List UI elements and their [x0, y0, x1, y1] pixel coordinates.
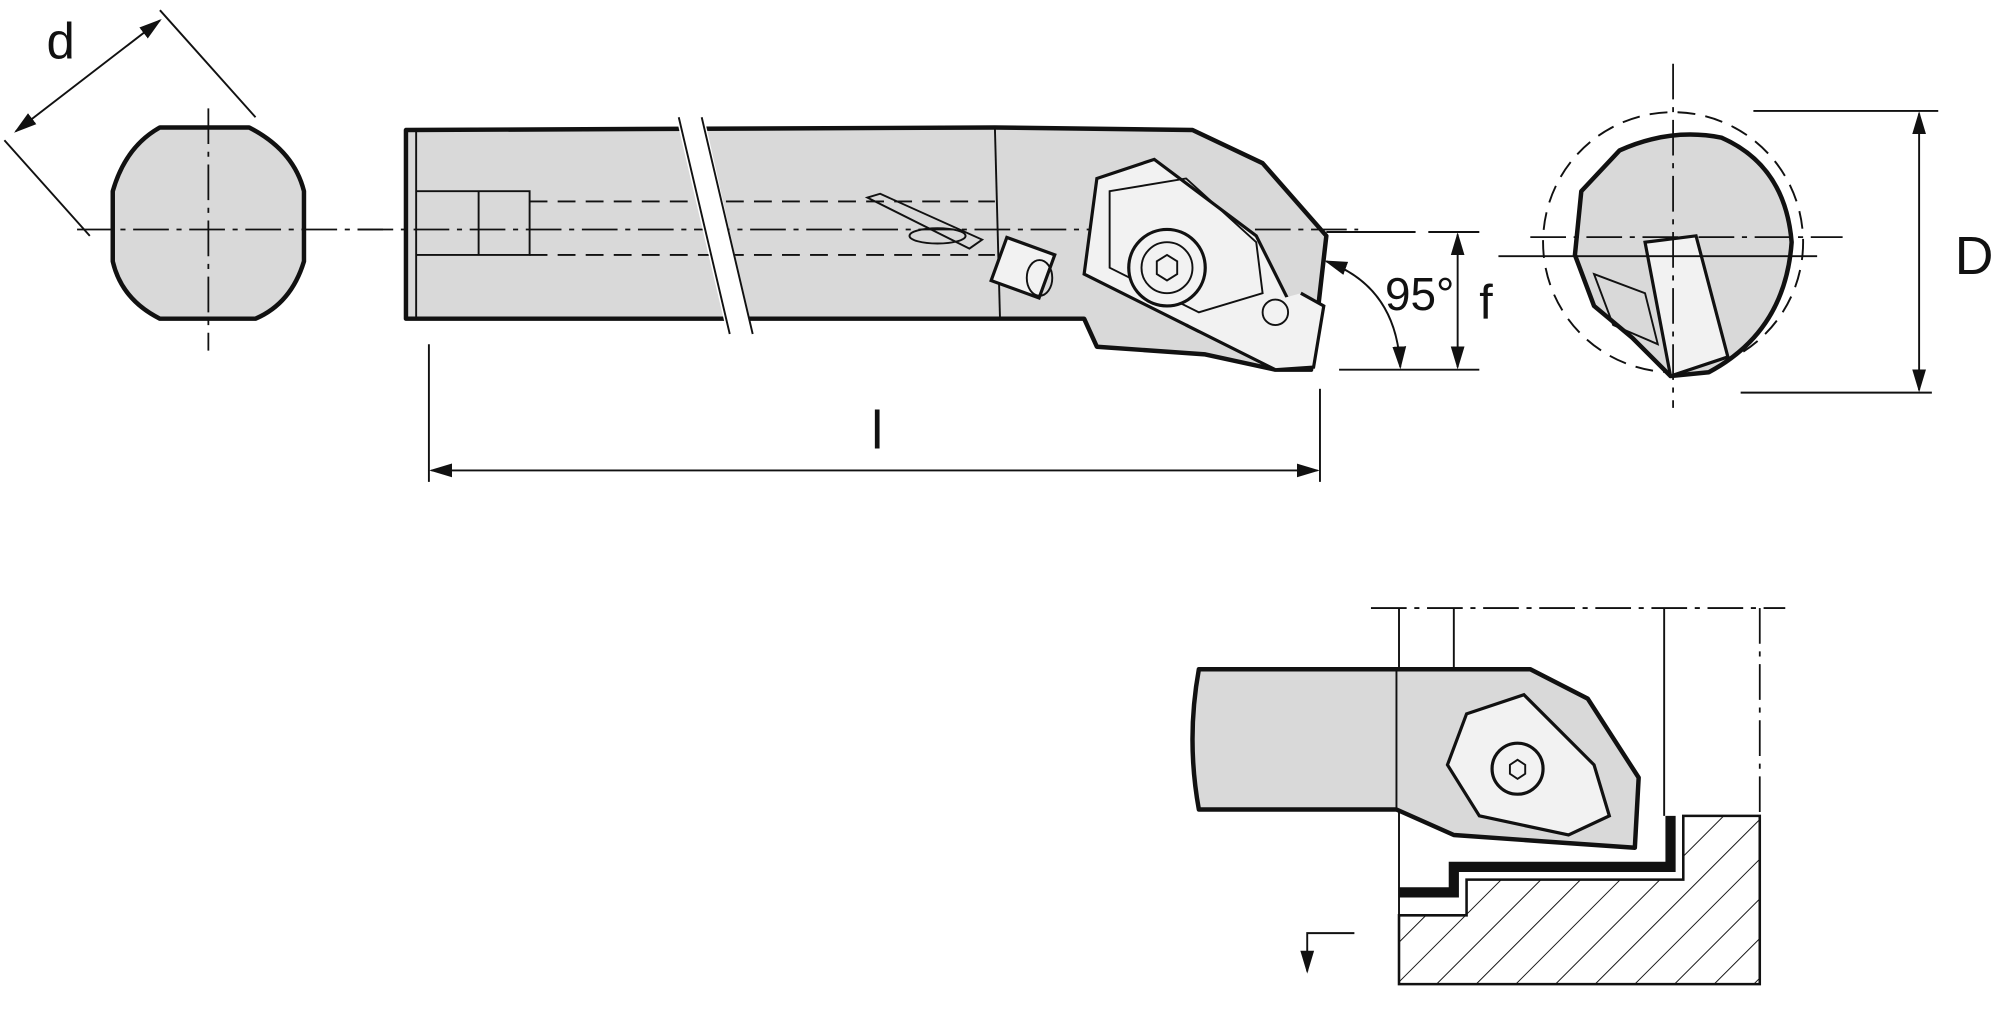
label-f: f	[1479, 276, 1493, 330]
boring-bar-front-view: D	[1498, 63, 1994, 408]
label-D: D	[1955, 227, 1994, 286]
label-d: d	[46, 13, 74, 70]
shank-end-view: d	[3, 9, 384, 351]
label-angle: 95°	[1385, 268, 1454, 320]
label-l: l	[871, 402, 883, 461]
boring-bar-side-view: 95° f l	[357, 117, 1493, 482]
application-view	[1190, 607, 1786, 986]
